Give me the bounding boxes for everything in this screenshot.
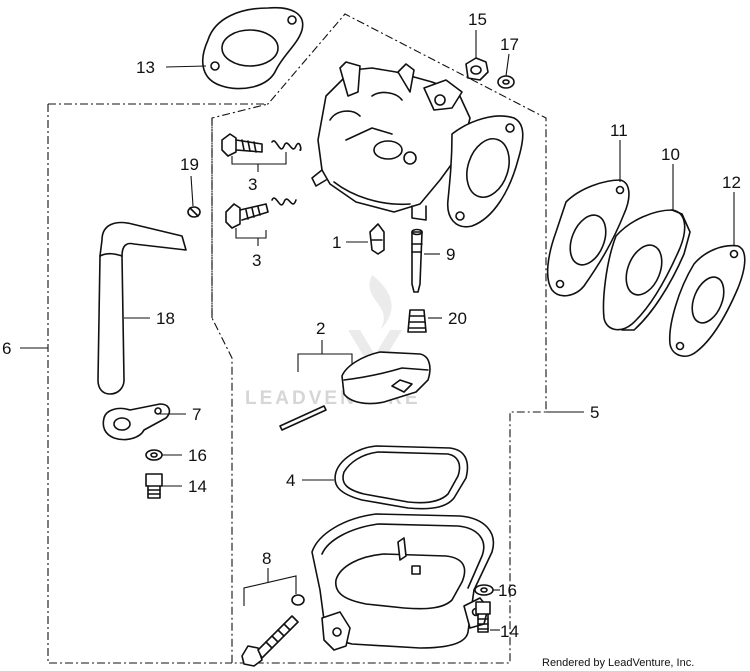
part-3-screw-upper — [221, 133, 302, 157]
label-16-left: 16 — [188, 446, 207, 465]
part-3-screw-lower — [225, 197, 297, 229]
bracket-3-upper — [231, 152, 287, 165]
label-10: 10 — [661, 145, 680, 164]
part-12-gasket — [668, 244, 746, 357]
label-1: 1 — [332, 233, 341, 252]
part-1-clip — [369, 223, 385, 255]
label-19: 19 — [180, 155, 199, 174]
part-18-fuel-tube — [97, 221, 187, 395]
leader-13 — [165, 65, 207, 68]
credit-text: Rendered by LeadVenture, Inc. — [542, 657, 694, 669]
label-16-right: 16 — [498, 581, 517, 600]
part-20-jet — [407, 309, 427, 333]
part-15-nut — [465, 57, 489, 81]
label-9: 9 — [446, 245, 455, 264]
label-14-right: 14 — [500, 622, 519, 641]
label-20: 20 — [448, 309, 467, 328]
bracket-2 — [297, 353, 353, 372]
label-5: 5 — [590, 403, 599, 422]
part-19-clip — [187, 206, 201, 218]
leader-19 — [190, 175, 194, 207]
label-3-upper: 3 — [248, 175, 257, 194]
part-14-bolt-left — [145, 473, 163, 499]
label-12: 12 — [722, 173, 741, 192]
part-11-gasket — [546, 179, 630, 297]
label-6: 6 — [2, 339, 11, 358]
part-13-gasket — [201, 6, 304, 90]
label-13: 13 — [136, 58, 155, 77]
label-14-left: 14 — [188, 477, 207, 496]
part-17-washer — [497, 75, 515, 89]
label-8: 8 — [262, 549, 271, 568]
part-4-gasket — [334, 445, 469, 510]
part-7-bracket — [102, 403, 171, 441]
part-2-float — [341, 351, 431, 405]
label-3-lower: 3 — [252, 251, 261, 270]
carburetor-body — [311, 61, 524, 228]
assembly-outline-6 — [47, 13, 547, 664]
bracket-3-lower — [235, 228, 267, 239]
part-14-bolt-right — [475, 601, 491, 633]
part-16-washer-right — [474, 584, 494, 596]
part-10-insulator — [602, 209, 691, 331]
float-chamber — [311, 513, 495, 651]
part-8-drain-screw — [241, 594, 305, 667]
leader-17 — [505, 53, 510, 77]
part-2-pin — [279, 405, 327, 431]
label-7: 7 — [192, 405, 201, 424]
label-4: 4 — [286, 471, 295, 490]
label-2: 2 — [316, 319, 325, 338]
part-16-washer-left — [145, 449, 163, 461]
part-9-needle — [411, 228, 423, 293]
label-11: 11 — [610, 121, 628, 140]
watermark-logo-icon — [348, 275, 402, 375]
label-15: 15 — [468, 10, 487, 29]
label-18: 18 — [156, 309, 175, 328]
bracket-8 — [243, 575, 297, 606]
label-17: 17 — [500, 35, 519, 54]
